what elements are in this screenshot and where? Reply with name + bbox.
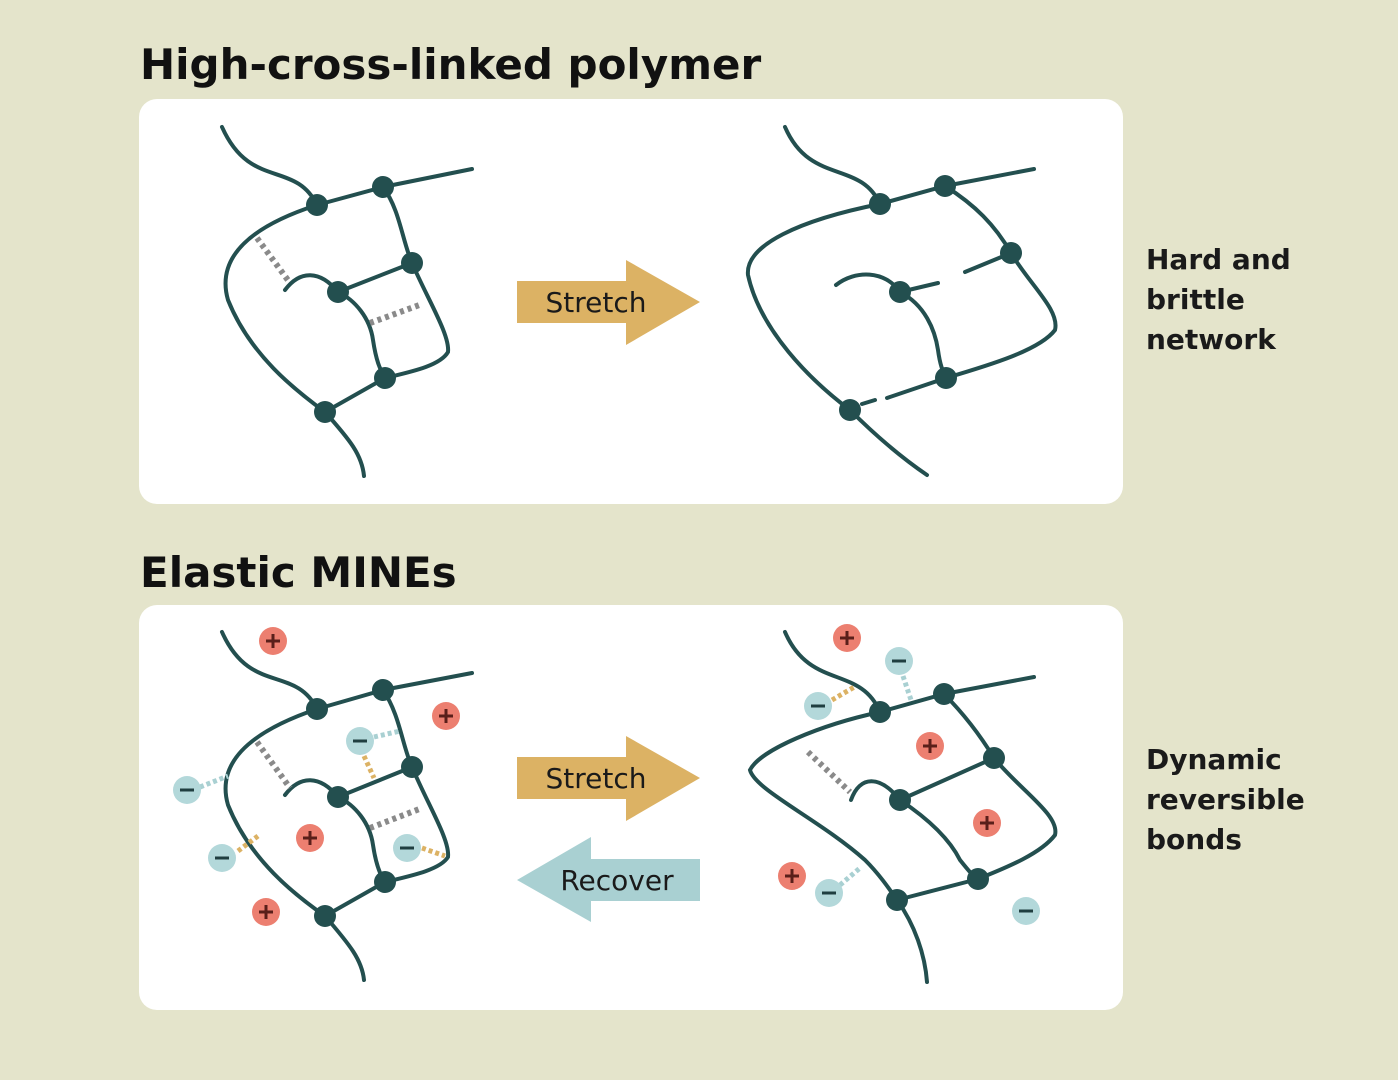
anion-icon [206, 842, 238, 874]
crosslink-nodes-stretched-bottom [869, 683, 1005, 911]
side-label-dynamic-bonds: Dynamic reversible bonds [1146, 740, 1305, 860]
crosslink-nodes-broken-top [839, 175, 1022, 421]
anion-icon [883, 645, 915, 677]
cation-icon [776, 860, 808, 892]
weak-bonds-bottom [254, 740, 424, 831]
side-label-line: reversible [1146, 783, 1305, 816]
ionic-links-bottom-left [199, 728, 446, 859]
cation-icon [294, 822, 326, 854]
side-label-line: bonds [1146, 823, 1242, 856]
network-original-top [220, 125, 474, 478]
cation-icon [430, 700, 462, 732]
cation-icon [831, 622, 863, 654]
anion-icon [1010, 895, 1042, 927]
network-broken-top [745, 125, 1058, 477]
weak-bonds-top [254, 236, 424, 326]
cation-icon [914, 730, 946, 762]
anion-icon [802, 690, 834, 722]
anion-icon [171, 774, 203, 806]
stretch-label-bottom: Stretch [546, 762, 647, 795]
cation-icon [971, 807, 1003, 839]
recover-label: Recover [560, 864, 674, 897]
network-original-bottom [220, 630, 474, 982]
stretch-label-top: Stretch [546, 286, 647, 319]
side-label-line: network [1146, 323, 1276, 356]
side-label-line: brittle [1146, 283, 1245, 316]
section-title-high-cross-linked: High-cross-linked polymer [140, 40, 762, 89]
side-label-hard-brittle: Hard and brittle network [1146, 240, 1291, 360]
section-title-elastic-mines: Elastic MINEs [140, 548, 457, 597]
ionic-links-bottom-right [830, 675, 914, 887]
side-label-line: Hard and [1146, 243, 1291, 276]
cation-icon [250, 896, 282, 928]
anion-icon [813, 877, 845, 909]
recover-arrow: Recover [517, 837, 700, 922]
anion-icon [344, 725, 376, 757]
stretch-arrow-bottom: Stretch [517, 736, 700, 821]
crosslink-nodes-top [306, 176, 423, 423]
cation-icon [257, 625, 289, 657]
weak-bonds-stretched-bottom [805, 749, 853, 795]
crosslink-nodes-bottom [306, 679, 423, 927]
stretch-arrow-top: Stretch [517, 260, 700, 345]
anion-icon [391, 832, 423, 864]
side-label-line: Dynamic [1146, 743, 1282, 776]
